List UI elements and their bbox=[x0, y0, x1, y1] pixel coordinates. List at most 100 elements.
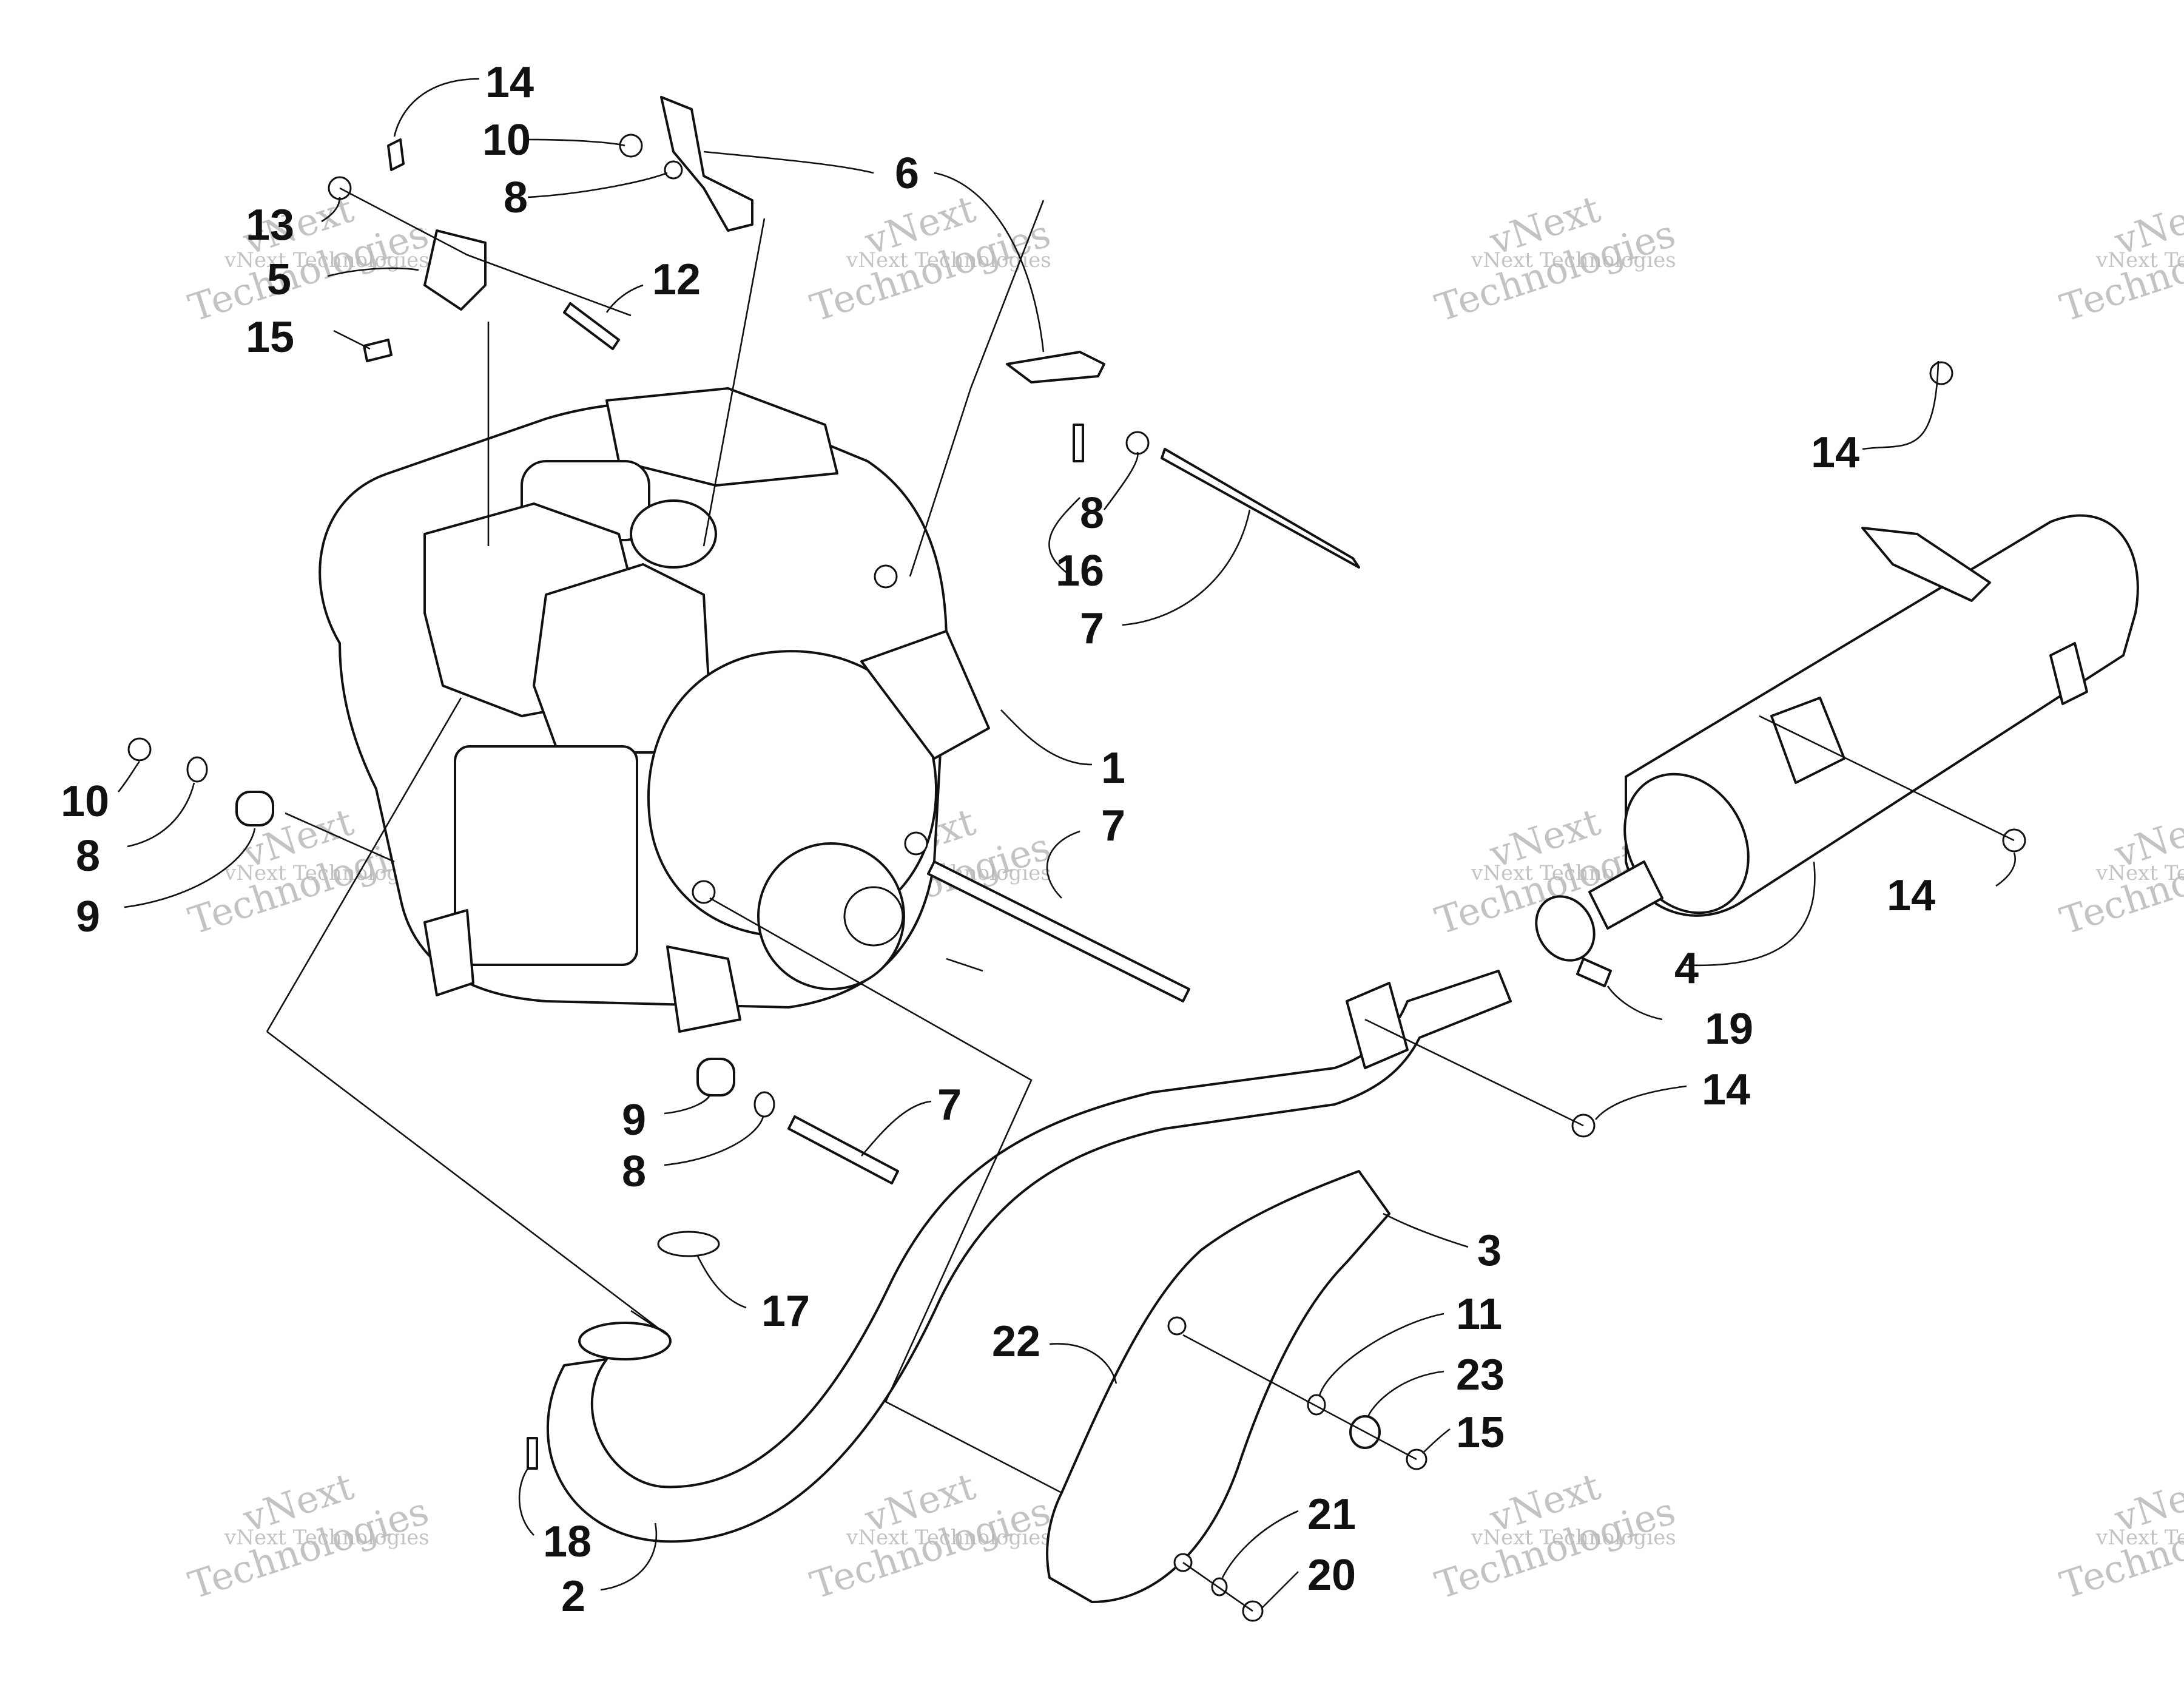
callout-9: 9 bbox=[76, 893, 100, 941]
callout-15: 15 bbox=[1456, 1408, 1505, 1457]
callout-arc-13 bbox=[321, 197, 341, 223]
assembly-line bbox=[946, 958, 983, 972]
engine-assembly bbox=[318, 387, 990, 1033]
washer-8-mid bbox=[1125, 431, 1150, 455]
assembly-line bbox=[1364, 1018, 1584, 1127]
callout-8: 8 bbox=[622, 1147, 646, 1196]
callout-14: 14 bbox=[485, 58, 534, 107]
bracket-6 bbox=[660, 96, 753, 232]
assembly-line bbox=[339, 187, 632, 317]
stator-cover bbox=[757, 842, 905, 990]
callout-18: 18 bbox=[543, 1518, 592, 1566]
pipe-flange bbox=[578, 1322, 672, 1360]
callout-arc-8-lower bbox=[664, 1116, 764, 1166]
nut-10-top bbox=[619, 133, 643, 158]
callout-arc-14-pipe bbox=[1594, 1085, 1687, 1120]
callout-15: 15 bbox=[246, 313, 294, 362]
mount-hole bbox=[904, 831, 928, 856]
callout-12: 12 bbox=[652, 255, 701, 304]
callout-arc-5 bbox=[327, 267, 419, 277]
callout-arc-14 bbox=[393, 78, 480, 137]
stator-cap bbox=[843, 886, 904, 947]
watermark-tile: vNext Technologies vNext Technologies bbox=[1430, 186, 1680, 330]
mount-hole bbox=[692, 880, 716, 904]
spacer-11 bbox=[1307, 1394, 1326, 1416]
clamp-19 bbox=[1535, 895, 1596, 962]
callout-20: 20 bbox=[1307, 1551, 1356, 1600]
watermark-tile: vNext Technologies vNext Technologies bbox=[2055, 186, 2184, 330]
water-outlet bbox=[666, 945, 741, 1033]
mount-hole bbox=[874, 564, 898, 589]
watermark-small-text: vNext Technologies bbox=[2095, 861, 2184, 885]
watermark-tile: vNext Technologies vNext Technologies bbox=[183, 186, 434, 330]
callout-arc-14-muffler-top bbox=[1862, 360, 1940, 450]
callout-arc-9-lower bbox=[664, 1095, 711, 1115]
watermark-tile: vNext Technologies vNext Technologies bbox=[805, 1464, 1056, 1607]
heat-shield bbox=[1046, 1170, 1390, 1603]
assembly-line bbox=[1759, 715, 2015, 842]
washer-8-left bbox=[186, 756, 208, 783]
watermark-small-text: vNext Technologies bbox=[846, 1526, 1051, 1550]
watermark-small-text: vNext Technologies bbox=[224, 1526, 430, 1550]
callout-14: 14 bbox=[1887, 871, 1935, 920]
callout-11: 11 bbox=[1456, 1290, 1502, 1339]
callout-5: 5 bbox=[267, 255, 291, 304]
callout-labels: 14 10 8 6 13 5 15 12 8 16 7 1 7 10 8 9 9… bbox=[61, 58, 1935, 1621]
callout-arc-23 bbox=[1367, 1370, 1444, 1418]
watermark-small-text: vNext Technologies bbox=[2095, 248, 2184, 272]
callout-arc-22 bbox=[1049, 1343, 1117, 1384]
washer-21 bbox=[1211, 1577, 1228, 1597]
callout-7: 7 bbox=[937, 1081, 962, 1129]
output-yoke bbox=[423, 909, 474, 996]
callout-arc-10 bbox=[527, 138, 625, 147]
callout-2: 2 bbox=[561, 1572, 585, 1621]
bolt-18 bbox=[527, 1437, 538, 1470]
callout-8: 8 bbox=[1080, 489, 1104, 538]
watermark-tile: vNext Technologies vNext Technologies bbox=[2055, 1464, 2184, 1607]
watermark-small-text: vNext Technologies bbox=[2095, 1526, 2184, 1550]
callout-arc-7-lower bbox=[861, 1100, 932, 1157]
washer-8-lower bbox=[753, 1091, 775, 1118]
callout-arc-18 bbox=[518, 1468, 534, 1536]
callout-arc-9-left bbox=[124, 828, 256, 908]
bracket-5 bbox=[423, 229, 487, 311]
callout-9: 9 bbox=[622, 1096, 646, 1144]
callout-arc-7-mid bbox=[1046, 830, 1080, 899]
long-bolt-7-mid bbox=[927, 860, 1190, 1002]
callout-8: 8 bbox=[504, 174, 528, 222]
muffler-inlet bbox=[1588, 860, 1663, 930]
washer-8-top bbox=[664, 160, 683, 180]
callout-arc-21 bbox=[1221, 1510, 1299, 1578]
callout-arc-15-top bbox=[333, 329, 371, 350]
callout-arc-14-muffler-right bbox=[1995, 852, 2016, 887]
callout-arc-8-mid bbox=[1103, 451, 1139, 510]
nut-10-left bbox=[127, 737, 152, 762]
muffler-outlet bbox=[2049, 642, 2088, 705]
assembly-line bbox=[266, 697, 668, 1336]
callout-arc-8-left bbox=[127, 782, 195, 848]
callout-10: 10 bbox=[61, 777, 109, 826]
assembly-line bbox=[1182, 1334, 1417, 1461]
callout-arc-12 bbox=[605, 284, 644, 313]
screw-16 bbox=[1073, 424, 1084, 462]
callout-arc-11 bbox=[1318, 1313, 1444, 1396]
bolt-7-lower bbox=[787, 1115, 899, 1184]
watermark-tile: vNext Technologies vNext Technologies bbox=[183, 1464, 434, 1607]
callout-arc-6-right bbox=[934, 172, 1045, 353]
callout-arc-8 bbox=[527, 172, 668, 198]
callout-13: 13 bbox=[246, 201, 294, 249]
callout-arc-3 bbox=[1383, 1212, 1469, 1248]
watermark-tile: vNext Technologies vNext Technologies bbox=[2055, 799, 2184, 943]
assembly-line bbox=[909, 388, 972, 577]
intake-boot bbox=[630, 499, 717, 569]
assembly-line bbox=[969, 200, 1045, 389]
callout-6: 6 bbox=[895, 149, 919, 198]
callout-arc-6-left bbox=[703, 150, 874, 174]
callout-7: 7 bbox=[1080, 604, 1104, 653]
callout-7: 7 bbox=[1101, 802, 1125, 850]
bolt-12 bbox=[563, 302, 620, 350]
watermark-small-text: vNext Technologies bbox=[1471, 248, 1676, 272]
callout-arc-15-lower bbox=[1422, 1428, 1451, 1454]
